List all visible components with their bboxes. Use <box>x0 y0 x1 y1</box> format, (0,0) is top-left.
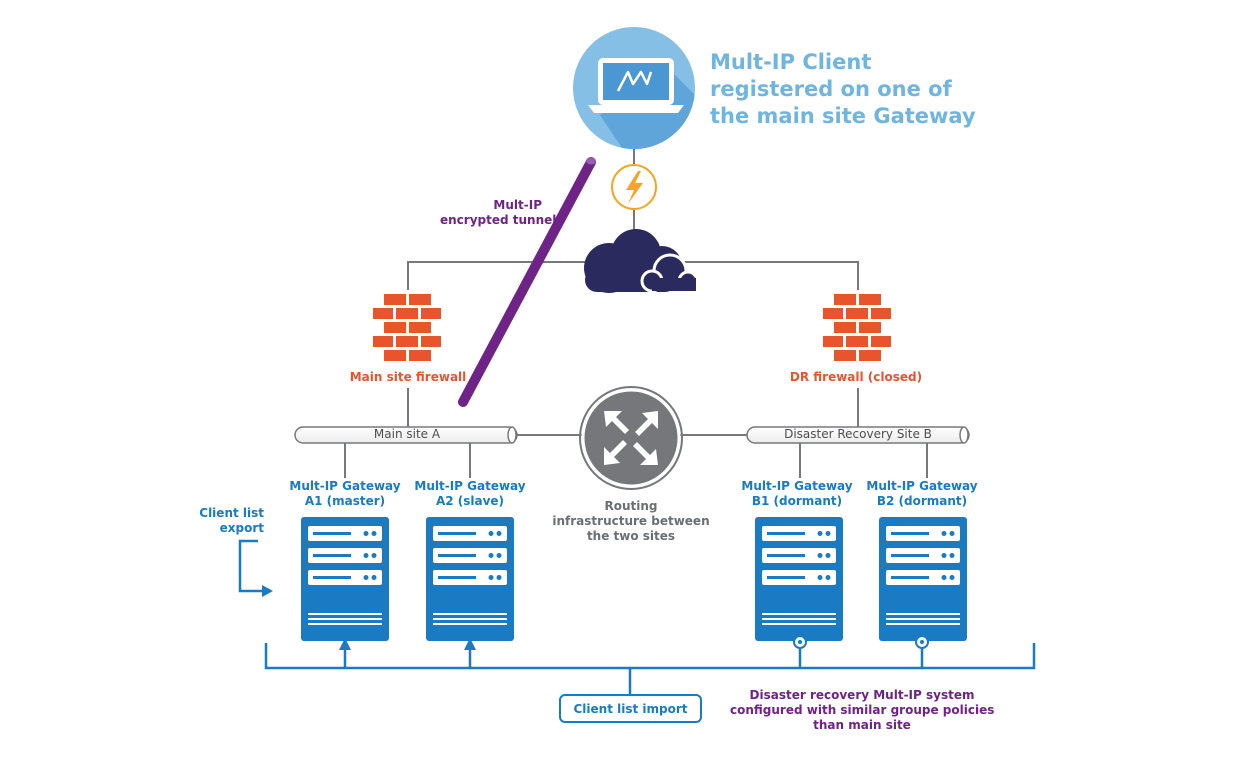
gateway-label-line: A1 (master) <box>304 494 386 508</box>
export-label-line: Client list <box>199 506 264 520</box>
gateway-b2-label: Mult-IP Gateway B2 (dormant) <box>862 479 982 509</box>
server-icon <box>879 517 967 641</box>
dr-note: Disaster recovery Mult-IP system configu… <box>730 688 994 733</box>
tunnel-label: Mult-IP encrypted tunnel <box>440 198 557 228</box>
client-title-line: the main site Gateway <box>710 104 976 128</box>
client-title-line: registered on one of <box>710 77 952 101</box>
routing-label-line: infrastructure between <box>552 514 710 528</box>
export-label-line: export <box>219 521 264 535</box>
lightning-icon <box>611 164 657 210</box>
dr-firewall-label: DR firewall (closed) <box>789 370 923 384</box>
gateway-a2-label: Mult-IP Gateway A2 (slave) <box>410 479 530 509</box>
dr-note-line: configured with similar groupe policies <box>730 703 995 717</box>
client-title: Mult-IP Client registered on one of the … <box>710 49 976 130</box>
dr-note-line: than main site <box>813 718 911 732</box>
site-b-pipe <box>746 426 970 444</box>
gateway-label-line: Mult-IP Gateway <box>414 479 526 493</box>
site-b-label: Disaster Recovery Site B <box>784 427 932 441</box>
encrypted-tunnel <box>458 157 596 407</box>
cloud-icon <box>584 229 699 293</box>
routing-label-line: the two sites <box>586 529 676 543</box>
firewall-icon <box>823 294 891 361</box>
gateway-b1-label: Mult-IP Gateway B1 (dormant) <box>737 479 857 509</box>
gateway-label-line: Mult-IP Gateway <box>289 479 401 493</box>
dr-note-line: Disaster recovery Mult-IP system <box>749 688 975 702</box>
gateway-a1-label: Mult-IP Gateway A1 (master) <box>285 479 405 509</box>
servers <box>301 517 967 641</box>
server-icon <box>755 517 843 641</box>
laptop-icon <box>588 58 684 113</box>
site-a-label: Main site A <box>373 427 441 441</box>
gateway-label-line: A2 (slave) <box>435 494 505 508</box>
gateway-label-line: B1 (dormant) <box>751 494 843 508</box>
gateway-label-line: Mult-IP Gateway <box>866 479 978 493</box>
export-arrow <box>238 539 273 597</box>
gateway-label-line: Mult-IP Gateway <box>741 479 853 493</box>
firewall-icon <box>373 294 441 361</box>
routing-label: Routing infrastructure between the two s… <box>548 499 714 544</box>
router-icon <box>579 386 683 490</box>
client-laptop-badge <box>573 27 695 149</box>
server-icon <box>426 517 514 641</box>
server-icon <box>301 517 389 641</box>
main-firewall-label: Main site firewall <box>349 370 467 384</box>
tunnel-label-line: encrypted tunnel <box>440 213 557 227</box>
tunnel-label-line: Mult-IP <box>493 198 542 212</box>
site-a-pipe <box>294 426 518 444</box>
import-bracket <box>264 635 1036 723</box>
routing-label-line: Routing <box>604 499 658 513</box>
client-title-line: Mult-IP Client <box>710 50 872 74</box>
import-label: Client list import <box>573 702 688 716</box>
gateway-label-line: B2 (dormant) <box>876 494 968 508</box>
export-label: Client list export <box>194 506 264 536</box>
